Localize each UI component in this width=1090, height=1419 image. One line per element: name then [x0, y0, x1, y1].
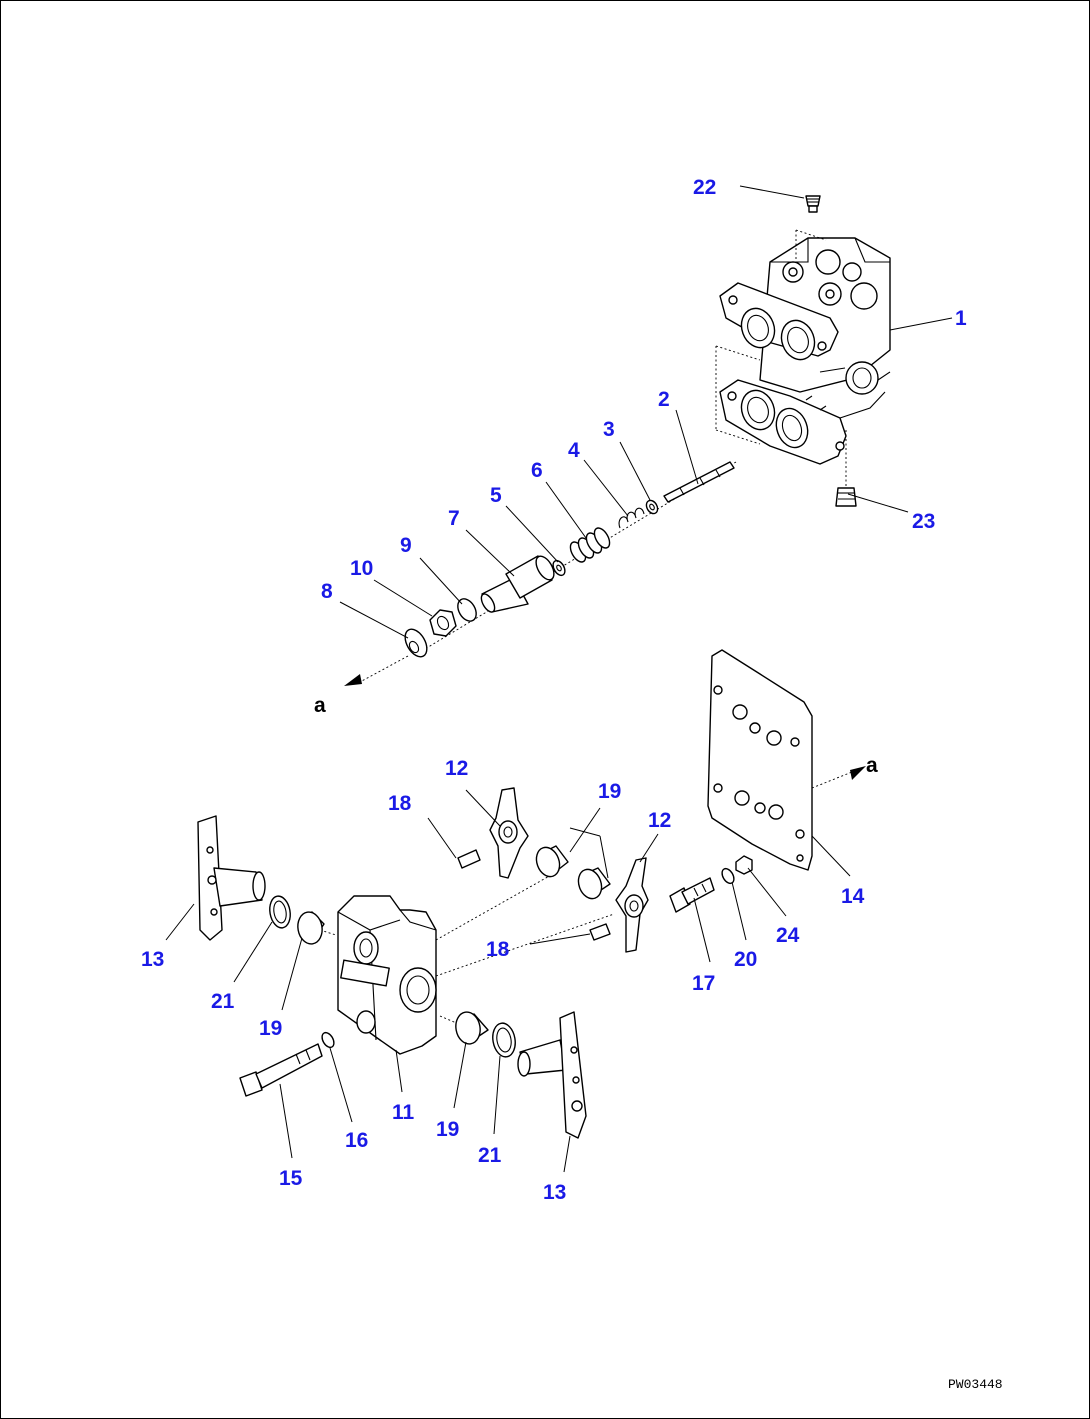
callout-3: 3 — [603, 418, 615, 441]
lever-part-13-left — [197, 815, 266, 941]
callout-9: 9 — [400, 534, 412, 557]
callout-labels: 22 1 2 3 4 6 5 7 9 10 8 23 12 19 18 12 1… — [141, 176, 1003, 1392]
callout-17: 17 — [692, 972, 715, 995]
leader-lines — [165, 185, 953, 1173]
spring-part-6 — [569, 527, 611, 563]
ring-part-21-left — [269, 895, 291, 929]
piston-part-7 — [480, 555, 555, 613]
spool-part-2 — [663, 461, 735, 503]
bracket-part-11 — [337, 895, 437, 1055]
callout-23: 23 — [912, 510, 935, 533]
retainer-part-3 — [645, 499, 659, 515]
lever-part-12-upper — [489, 787, 529, 879]
callout-7: 7 — [448, 507, 460, 530]
bushing-part-19-left — [297, 911, 325, 945]
callout-1: 1 — [955, 307, 967, 330]
ring-part-21-lower — [492, 1022, 516, 1058]
callout-15: 15 — [279, 1167, 303, 1190]
callout-5: 5 — [490, 484, 502, 507]
view-marker-a-upper: a — [314, 694, 326, 717]
callout-21-left: 21 — [211, 990, 235, 1013]
view-marker-a-lower: a — [866, 754, 878, 777]
washer-part-16 — [321, 1031, 335, 1049]
lever-part-13-right — [517, 1011, 587, 1139]
callout-22: 22 — [693, 176, 716, 199]
view-arrow-a-lower — [811, 766, 866, 789]
callout-10: 10 — [350, 557, 373, 580]
cover-plate-part-14 — [707, 649, 813, 871]
callout-13-left: 13 — [141, 948, 164, 971]
callout-4: 4 — [568, 439, 580, 462]
callout-11: 11 — [392, 1101, 415, 1124]
bolt-part-17 — [669, 877, 715, 913]
plug-part-23 — [835, 487, 857, 507]
nut-part-10 — [429, 609, 457, 637]
callout-12-lower: 12 — [648, 809, 671, 832]
callout-12-upper: 12 — [445, 757, 468, 780]
callout-6: 6 — [531, 459, 543, 482]
valve-body-part-1 — [715, 229, 891, 488]
callout-20: 20 — [734, 948, 757, 971]
callout-19-upper: 19 — [598, 780, 621, 803]
pin-part-18-upper — [457, 849, 481, 869]
callout-24: 24 — [776, 924, 800, 947]
callout-18-upper: 18 — [388, 792, 412, 815]
drawing-code: PW03448 — [948, 1377, 1003, 1392]
seat-part-5 — [552, 559, 566, 577]
callout-14: 14 — [841, 885, 865, 908]
lever-part-12-lower — [615, 857, 649, 953]
callout-19-left: 19 — [259, 1017, 282, 1040]
bushing-part-19-lower — [455, 1011, 489, 1045]
callout-18-lower: 18 — [486, 938, 510, 961]
pin-part-18-lower — [589, 923, 611, 941]
washer-part-8 — [404, 628, 428, 658]
plug-part-22 — [805, 195, 821, 213]
callout-8: 8 — [321, 580, 333, 603]
nut-part-24 — [735, 855, 753, 875]
view-arrow-a-upper — [344, 655, 409, 686]
callout-21-lower: 21 — [478, 1144, 502, 1167]
o-ring-part-9 — [457, 598, 477, 622]
callout-13-right: 13 — [543, 1181, 566, 1204]
callout-2: 2 — [658, 388, 670, 411]
callout-16: 16 — [345, 1129, 368, 1152]
bolt-part-15 — [239, 1043, 323, 1097]
bushing-part-19-upper — [535, 845, 611, 900]
callout-19-lower: 19 — [436, 1118, 459, 1141]
washer-part-20 — [721, 867, 735, 885]
spring-part-4 — [618, 507, 645, 529]
